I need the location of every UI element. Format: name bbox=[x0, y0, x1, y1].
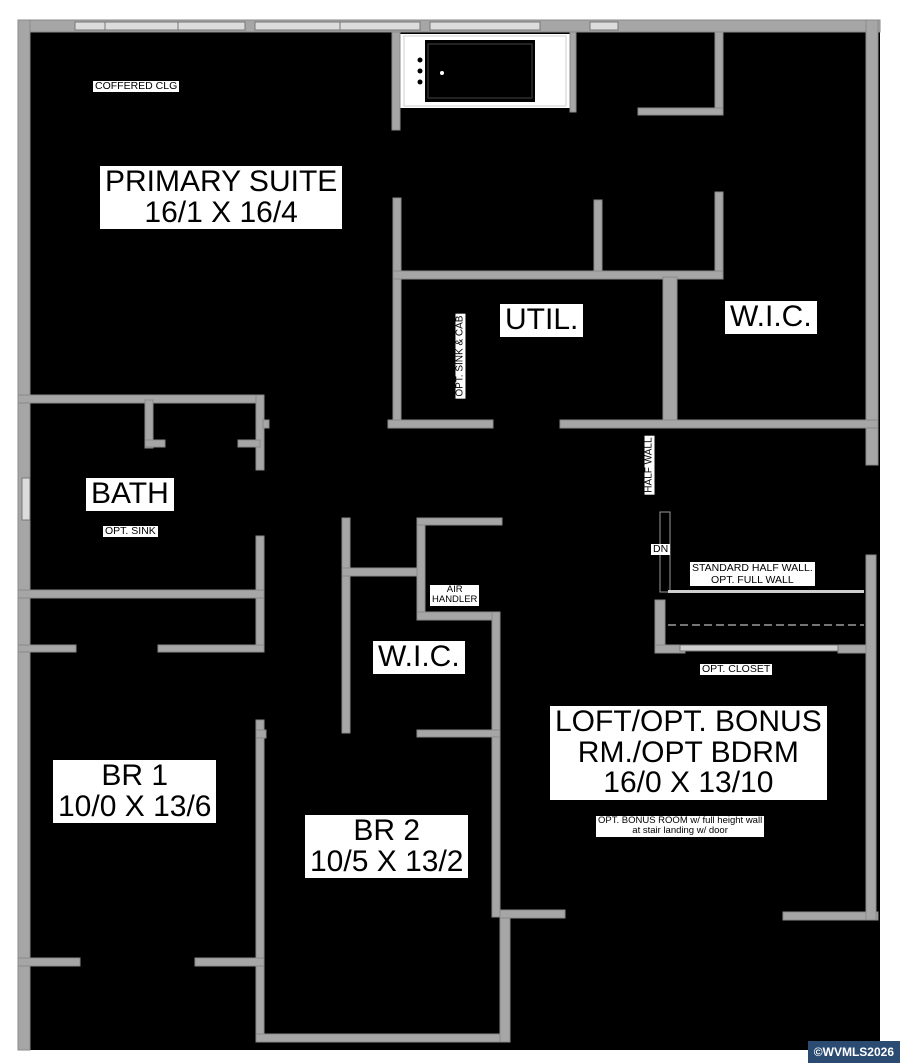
util-label: UTIL. bbox=[500, 304, 584, 337]
air-handler-line-1: AIR bbox=[446, 584, 463, 595]
primary-suite-name: PRIMARY SUITE bbox=[105, 165, 338, 198]
windows bbox=[21, 21, 619, 521]
primary-suite-label: PRIMARY SUITE 16/1 X 16/4 bbox=[100, 165, 343, 230]
air-handler-line-2: HANDLER bbox=[432, 594, 478, 606]
coffered-ceiling-note: COFFERED CLG bbox=[93, 80, 180, 92]
bathtub bbox=[400, 34, 570, 108]
standard-half-wall-line-2: OPT. FULL WALL bbox=[711, 574, 794, 587]
bonus-note-line-1: OPT. BONUS ROOM w/ full height wall bbox=[598, 815, 763, 826]
opt-closet-note: OPT. CLOSET bbox=[700, 663, 773, 675]
wic-primary-label: W.I.C. bbox=[725, 301, 817, 334]
bonus-note-line-2: at stair landing w/ door bbox=[632, 825, 728, 837]
loft-size: 16/0 X 13/10 bbox=[603, 766, 774, 800]
bath-label: BATH bbox=[86, 478, 174, 511]
interior-walls bbox=[17, 31, 879, 1043]
standard-half-wall-note: STANDARD HALF WALL. OPT. FULL WALL bbox=[690, 562, 815, 587]
copyright-watermark: ©WVMLS2026 bbox=[807, 1041, 900, 1063]
loft-name-line-2: RM./OPT BDRM bbox=[577, 735, 799, 769]
br2-size: 10/5 X 13/2 bbox=[310, 844, 464, 878]
opt-sink-note: OPT. SINK bbox=[103, 525, 158, 537]
air-handler-note: AIR HANDLER bbox=[430, 584, 480, 606]
dn-note: DN bbox=[651, 543, 671, 555]
bonus-room-note: OPT. BONUS ROOM w/ full height wall at s… bbox=[596, 815, 765, 837]
standard-half-wall-line-1: STANDARD HALF WALL. bbox=[692, 562, 813, 574]
primary-suite-size: 16/1 X 16/4 bbox=[144, 195, 298, 229]
opt-sink-cab-note: OPT. SINK & CAB bbox=[454, 313, 466, 399]
br1-label: BR 1 10/0 X 13/6 bbox=[53, 759, 217, 824]
loft-name-line-1: LOFT/OPT. BONUS bbox=[555, 705, 822, 738]
br1-size: 10/0 X 13/6 bbox=[58, 789, 212, 823]
half-wall-note: HALF WALL bbox=[643, 435, 655, 495]
br2-name: BR 2 bbox=[353, 814, 421, 847]
loft-label: LOFT/OPT. BONUS RM./OPT BDRM 16/0 X 13/1… bbox=[550, 706, 827, 800]
wic-center-label: W.I.C. bbox=[373, 641, 465, 674]
br2-label: BR 2 10/5 X 13/2 bbox=[305, 814, 469, 879]
br1-name: BR 1 bbox=[101, 759, 169, 792]
